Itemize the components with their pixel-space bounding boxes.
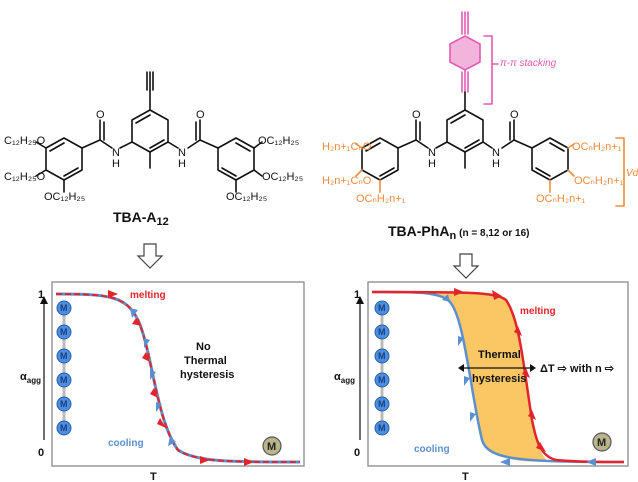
- svg-text:M: M: [60, 399, 68, 409]
- delta-t-label: ΔT ⇨ with n ⇨: [540, 363, 615, 375]
- left-y-label: αagg: [20, 371, 41, 385]
- left-y-bottom: 0: [38, 447, 44, 459]
- svg-text:M: M: [60, 351, 68, 361]
- down-arrow-right: [452, 253, 480, 279]
- right-molecule-name: TBA-PhAn(n = 8,12 or 16): [388, 223, 529, 242]
- nh-left-n: N: [428, 147, 436, 159]
- right-y-bottom: 0: [354, 447, 360, 459]
- svg-text:M: M: [60, 423, 68, 433]
- left-plot: 1 0 αagg T M M M M M M melting: [20, 281, 305, 482]
- stack-m-4: M: [56, 372, 72, 388]
- stacking-bracket: [483, 35, 493, 105]
- svg-text:M: M: [267, 441, 276, 453]
- chain-left-mid: H₂n+₁CₙO: [322, 175, 372, 187]
- stack-m-3: M: [56, 348, 72, 364]
- chain-right-top: OCₙH₂n+₁: [572, 141, 622, 153]
- carbonyl-o-left: O: [412, 109, 421, 121]
- left-y-top: 1: [38, 289, 44, 301]
- right-melting-curve: [371, 290, 625, 464]
- down-arrow-left: [136, 243, 164, 269]
- chain-left-mid: C₁₂H₂₅O: [4, 171, 46, 183]
- vdw-bracket: [615, 137, 625, 207]
- right-cooling-curve: [371, 290, 625, 464]
- stack-m-3: M: [374, 348, 390, 364]
- svg-text:M: M: [60, 303, 68, 313]
- right-ring: [531, 137, 569, 181]
- chain-right-bottom: OC₁₂H₂₅: [226, 191, 267, 203]
- left-monomer: M: [262, 436, 282, 456]
- svg-text:M: M: [60, 375, 68, 385]
- svg-text:M: M: [378, 351, 386, 361]
- svg-text:M: M: [60, 327, 68, 337]
- right-ring: [217, 137, 255, 181]
- svg-text:M: M: [378, 327, 386, 337]
- right-monomer: M: [592, 432, 612, 452]
- nh-left-h: H: [112, 158, 120, 170]
- left-note-1: No: [196, 341, 211, 353]
- right-y-label: αagg: [334, 371, 355, 385]
- central-ring: [131, 109, 169, 153]
- stack-m-6: M: [56, 420, 72, 436]
- right-cooling-label: cooling: [414, 444, 450, 455]
- left-ring: [45, 137, 83, 181]
- hysteresis-area: [372, 292, 548, 462]
- stack-m-1: M: [374, 300, 390, 316]
- stack-m-2: M: [374, 324, 390, 340]
- stack-m-5: M: [374, 396, 390, 412]
- vdw-label: VdW: [626, 168, 638, 179]
- stack-m-2: M: [56, 324, 72, 340]
- left-x-label: T: [150, 471, 157, 482]
- stack-m-1: M: [56, 300, 72, 316]
- svg-text:M: M: [378, 399, 386, 409]
- svg-text:M: M: [378, 423, 386, 433]
- carbonyl-o-right: O: [196, 109, 205, 121]
- svg-text:M: M: [378, 303, 386, 313]
- right-y-top: 1: [354, 289, 360, 301]
- hysteresis-label-1: Thermal: [478, 349, 521, 361]
- svg-text:M: M: [378, 375, 386, 385]
- right-x-label: T: [462, 471, 469, 482]
- right-melting-label: melting: [520, 306, 556, 317]
- chain-right-bottom: OCₙH₂n+₁: [536, 193, 586, 205]
- carbonyl-o-right: O: [510, 109, 519, 121]
- nh-right-n: N: [178, 147, 186, 159]
- chain-right-mid: OC₁₂H₂₅: [262, 171, 303, 183]
- molecule-tba-a12: N H O C₁₂H₂₅O C₁₂H₂₅O OC₁₂H₂₅ N H O: [4, 71, 303, 228]
- left-plot-frame: [51, 281, 305, 467]
- carbonyl-o-left: O: [96, 109, 105, 121]
- stack-m-4: M: [374, 372, 390, 388]
- nh-left-h: H: [428, 158, 436, 170]
- chain-right-mid: OCₙH₂n+₁: [574, 175, 624, 187]
- right-plot: 1 0 αagg T M M M M M M: [334, 281, 629, 482]
- nh-right-h: H: [178, 158, 186, 170]
- stacking-label: π-π stacking: [500, 58, 557, 69]
- nh-left-n: N: [112, 147, 120, 159]
- left-cooling-label: cooling: [108, 438, 144, 449]
- left-stack: M M M M M M: [56, 300, 72, 436]
- svg-text:M: M: [597, 437, 606, 449]
- left-note-2: Thermal: [184, 355, 227, 367]
- right-stack: M M M M M M: [374, 300, 390, 436]
- stack-m-6: M: [374, 420, 390, 436]
- left-melting-label: melting: [130, 290, 166, 301]
- left-melting-curve: [55, 293, 301, 463]
- nh-right-h: H: [492, 158, 500, 170]
- hysteresis-label-2: hysteresis: [472, 373, 526, 385]
- central-ring: [446, 109, 484, 153]
- left-note-3: hysteresis: [180, 369, 234, 381]
- chain-left-bottom: OC₁₂H₂₅: [44, 191, 85, 203]
- molecule-tba-phan: π-π stacking N H O H₂n+₁CₙO H₂n+₁CₙO OCₙ…: [322, 11, 638, 242]
- chain-left-top: H₂n+₁CₙO: [322, 141, 372, 153]
- nh-right-n: N: [492, 147, 500, 159]
- phenyl-ring: [449, 35, 481, 71]
- chain-left-bottom: OCₙH₂n+₁: [356, 193, 406, 205]
- chain-right-top: OC₁₂H₂₅: [258, 135, 299, 147]
- left-molecule-name: TBA-A12: [113, 209, 169, 228]
- stack-m-5: M: [56, 396, 72, 412]
- chain-left-top: C₁₂H₂₅O: [4, 135, 46, 147]
